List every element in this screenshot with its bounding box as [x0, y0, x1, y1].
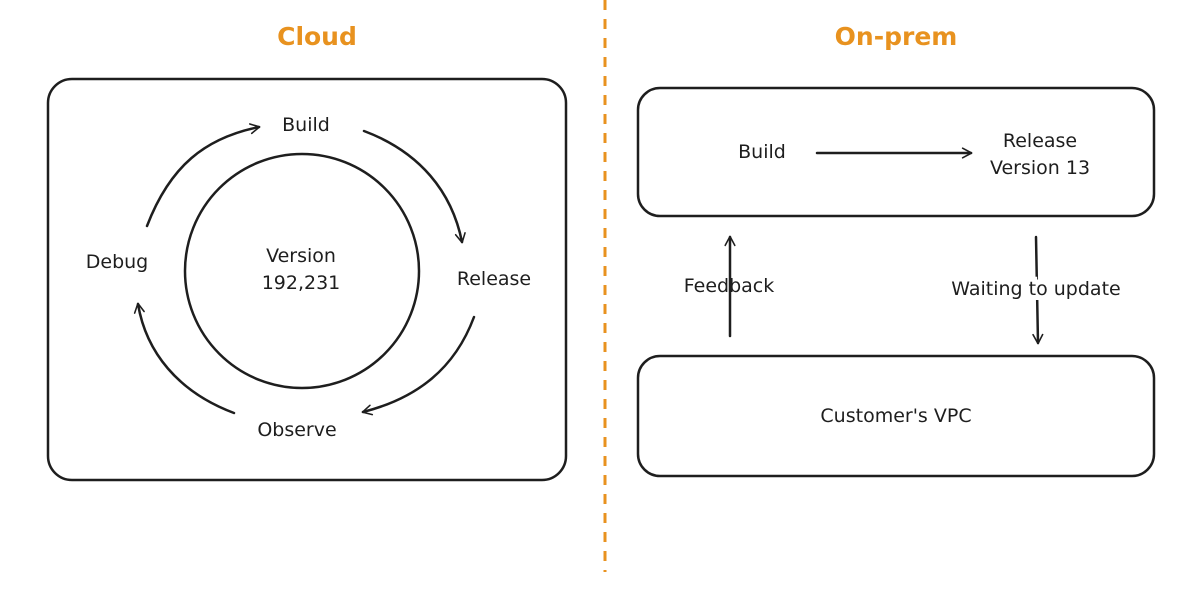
onprem-release-version: Version 13	[990, 157, 1090, 179]
cloud-version-label: Version	[266, 245, 336, 267]
cycle-build-label: Build	[282, 114, 330, 136]
arrow-build-to-release	[362, 129, 466, 244]
cloud-panel	[46, 77, 568, 482]
arrow-observe-to-debug	[133, 302, 236, 415]
cycle-debug-label: Debug	[86, 251, 148, 273]
customer-vpc-box	[636, 354, 1156, 478]
feedback-label: Feedback	[684, 275, 774, 297]
cycle-release-label: Release	[457, 268, 531, 290]
arrow-waiting-to-update	[1032, 235, 1044, 345]
version-circle	[183, 152, 421, 390]
cloud-version-number: 192,231	[262, 272, 341, 294]
onprem-title: On-prem	[835, 22, 958, 51]
onprem-release-label: Release	[1003, 130, 1077, 152]
onprem-build-label: Build	[738, 141, 786, 163]
cycle-observe-label: Observe	[257, 419, 336, 441]
waiting-label: Waiting to update	[951, 278, 1120, 300]
arrow-release-to-observe	[361, 315, 476, 416]
arrow-debug-to-build	[145, 123, 261, 228]
customer-vpc-label: Customer's VPC	[820, 405, 971, 427]
build-release-box	[636, 86, 1156, 218]
cloud-title: Cloud	[277, 22, 357, 51]
